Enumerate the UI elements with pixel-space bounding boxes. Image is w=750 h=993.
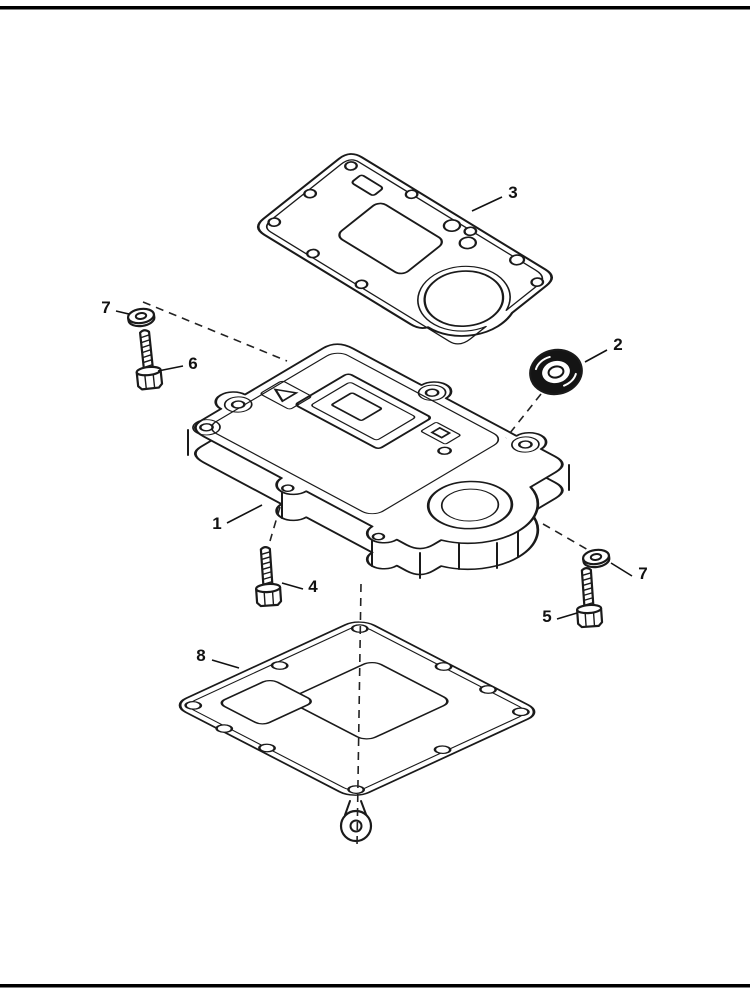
callout-6: 6 (188, 354, 197, 373)
main-plate (162, 324, 616, 605)
bottom-gasket-large-cutout (290, 662, 449, 740)
top-gasket-inner-contour (265, 159, 544, 345)
callout-7-right: 7 (638, 564, 647, 583)
callout-8: 8 (196, 646, 205, 665)
callout-1: 1 (212, 514, 221, 533)
leader-line-4 (281, 582, 304, 590)
oil-seal-bore (542, 360, 570, 384)
oil-seal-lip (547, 365, 565, 379)
callout-5: 5 (542, 607, 551, 626)
leader-line-8 (211, 659, 240, 669)
plate-bolt-bosses (192, 384, 540, 541)
main-plate-top-face (162, 324, 616, 579)
plate-center-recess (311, 382, 416, 441)
callout-4: 4 (308, 577, 318, 596)
page-rule-top (0, 6, 750, 10)
bottom-gasket (178, 621, 536, 843)
mounting-bolt-5 (573, 566, 604, 629)
flat-washer-7-left (126, 306, 157, 329)
callout-7-left: 7 (101, 298, 110, 317)
bottom-gasket-bolt-holes (184, 624, 530, 794)
oil-seal-highlight (534, 355, 577, 387)
plate-left-boss (260, 380, 312, 410)
callouts: 1 2 3 4 5 6 7 7 8 (101, 183, 648, 669)
bottom-gasket-small-cutout (220, 679, 312, 725)
alignment-dashed-lines (142, 301, 591, 848)
page-rule-bottom (0, 984, 750, 988)
mounting-bolt-6 (131, 327, 164, 391)
top-gasket-center-cutout (338, 202, 443, 275)
top-gasket-bolt-holes (267, 161, 545, 290)
flat-washer-7-right (581, 547, 612, 570)
leader-line-7-left (115, 310, 130, 315)
bottom-gasket-tab-hole (349, 819, 363, 833)
plate-center-opening (331, 392, 383, 421)
plate-right-boss-opening (430, 426, 452, 439)
top-gasket (256, 153, 553, 345)
mounting-bolt-4 (252, 545, 283, 608)
leader-line-1 (226, 504, 263, 524)
callout-3: 3 (508, 183, 517, 202)
plate-side-walls (187, 429, 570, 579)
leader-line-7-right (610, 562, 633, 577)
top-gasket-large-opening (423, 270, 505, 327)
oil-seal (529, 348, 583, 396)
leader-line-5 (556, 612, 578, 620)
top-gasket-small-cutout (351, 174, 384, 196)
plate-small-hole (437, 446, 452, 455)
callout-2: 2 (613, 335, 622, 354)
leader-line-2 (584, 349, 608, 363)
plate-inner-plateau (210, 352, 500, 515)
leader-line-3 (471, 196, 503, 212)
leader-line-6 (157, 365, 184, 372)
plate-triangle-mark (273, 388, 299, 403)
plate-right-boss (420, 422, 461, 445)
plate-bore-inner (440, 488, 500, 522)
